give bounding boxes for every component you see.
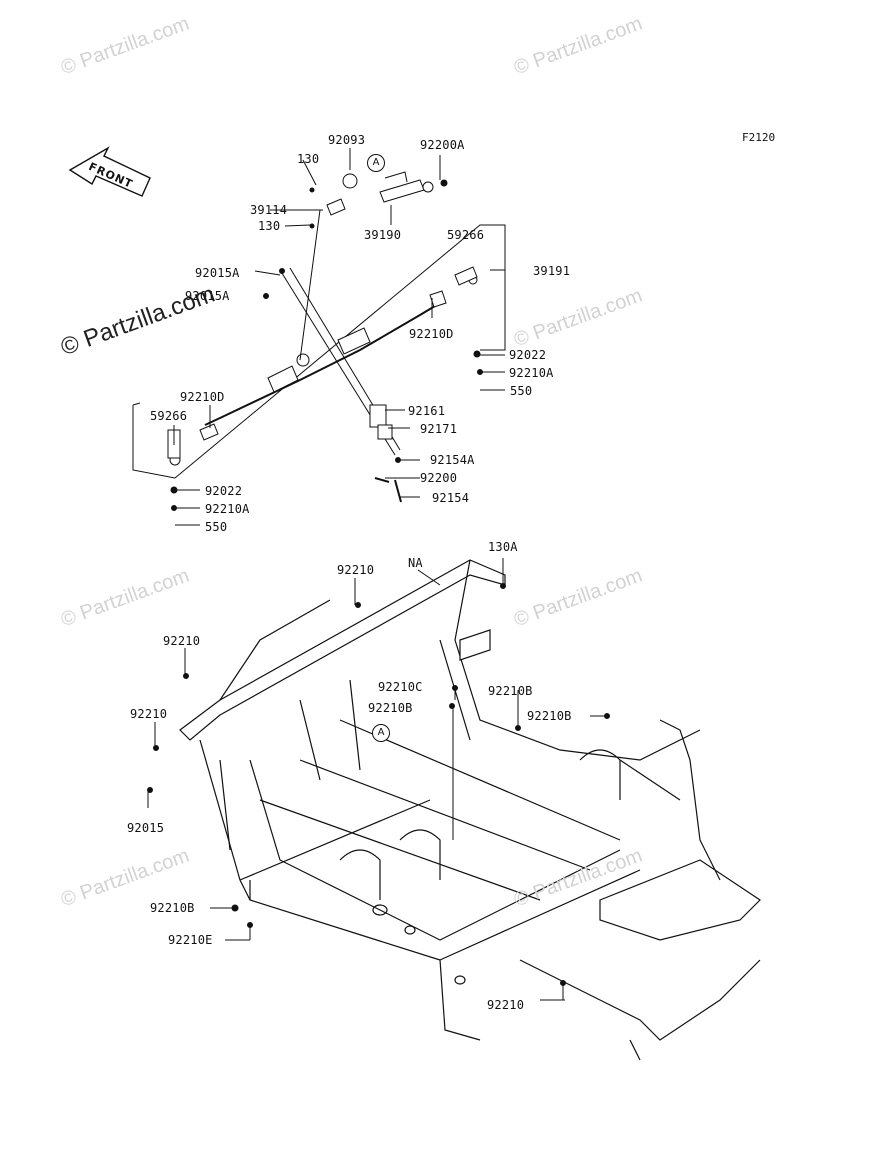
callout-a: A [372,724,390,742]
part-label: 92154 [432,491,470,505]
part-label: 92200 [420,471,458,485]
part-label: 92210 [163,634,201,648]
part-label: 92015A [185,289,230,303]
part-label: 92210 [130,707,168,721]
part-label: 92022 [205,484,243,498]
part-label: 92161 [408,404,446,418]
part-label: 92210B [150,901,195,915]
part-label: NA [408,556,423,570]
part-label: 92210 [487,998,525,1012]
part-label: 92210D [180,390,225,404]
part-label: 92210B [488,684,533,698]
steering-rack [204,299,446,426]
part-label: 39191 [533,264,571,278]
part-label: 130 [297,152,320,166]
part-label: 550 [205,520,228,534]
part-label: 92200A [420,138,465,152]
part-label: 130A [488,540,518,554]
part-label: 59266 [447,228,485,242]
part-label: 92210D [409,327,454,341]
part-label: 92022 [509,348,547,362]
part-label: 92171 [420,422,458,436]
part-label: 39190 [364,228,402,242]
rack-group-bracket [132,224,506,479]
part-label: 92154A [430,453,475,467]
part-label: 92015 [127,821,165,835]
part-label: 92210B [368,701,413,715]
part-label: 92210B [527,709,572,723]
part-label: 59266 [150,409,188,423]
part-label: 92210E [168,933,213,947]
part-label: 92210A [509,366,554,380]
part-label: 92210C [378,680,423,694]
part-label: 39114 [250,203,288,217]
frame-assembly [179,559,761,1061]
part-label: 92210 [337,563,375,577]
diagram-code: F2120 [742,131,776,144]
front-arrow-icon [68,146,151,197]
callout-a: A [367,154,385,172]
part-label: 92210A [205,502,250,516]
part-label: 130 [258,219,281,233]
part-label: 92093 [328,133,366,147]
part-label: 92015A [195,266,240,280]
part-label: 550 [510,384,533,398]
